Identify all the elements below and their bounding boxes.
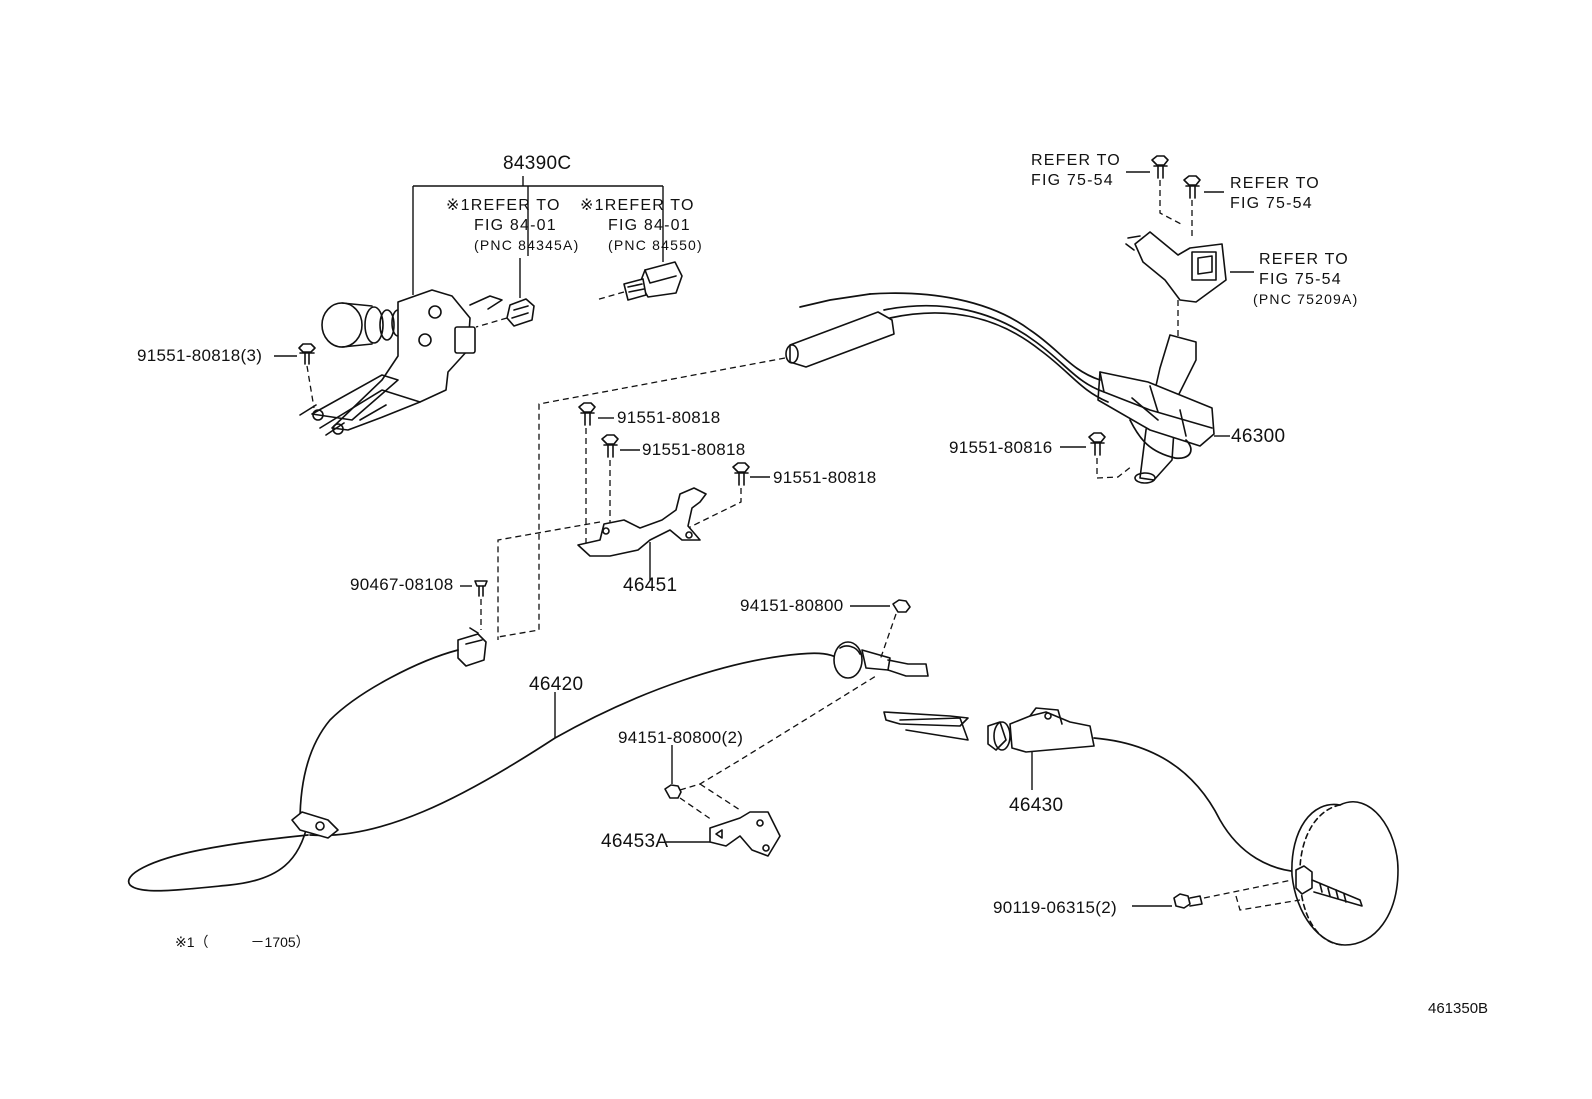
refer-fig: FIG 75-54 bbox=[1259, 271, 1342, 288]
bolt-icon bbox=[1060, 432, 1133, 479]
nut-icon bbox=[850, 599, 911, 661]
refer-pnc: (PNC 75209A) bbox=[1253, 291, 1359, 307]
figure-id: 461350B bbox=[1428, 1000, 1489, 1017]
refer-block-84345a[interactable]: ※1REFER TO FIG 84-01 (PNC 84345A) bbox=[446, 197, 580, 253]
leader-dash bbox=[497, 357, 786, 638]
bracket-icon bbox=[1125, 231, 1254, 340]
footnote-mark: ※1 bbox=[580, 197, 605, 214]
refer-block-75-54-b[interactable]: REFER TO FIG 75-54 bbox=[1230, 176, 1320, 212]
part-number-46430[interactable]: 46430 bbox=[1009, 795, 1064, 816]
footnote-mark: ※1 bbox=[175, 934, 195, 950]
bolt-icon bbox=[687, 462, 770, 529]
bracket-icon bbox=[497, 487, 707, 640]
clip-icon bbox=[475, 258, 535, 328]
part-number-84390c[interactable]: 84390C bbox=[503, 153, 572, 174]
drum-icon bbox=[1291, 801, 1399, 946]
cable-icon bbox=[127, 627, 929, 892]
bracket-icon bbox=[666, 811, 781, 857]
refer-line: REFER TO bbox=[470, 197, 561, 214]
part-number-94151-80800-2[interactable]: 94151-80800(2) bbox=[618, 728, 744, 747]
bolt-icon bbox=[1126, 155, 1182, 225]
refer-fig: FIG 84-01 bbox=[608, 217, 691, 234]
footnote-text: （ －1705） bbox=[194, 934, 310, 950]
bolt-icon bbox=[601, 434, 640, 528]
refer-pnc: (PNC 84345A) bbox=[474, 237, 580, 253]
bolt-icon bbox=[274, 343, 316, 409]
part-number-91551-80818-3[interactable]: 91551-80818(3) bbox=[137, 346, 263, 365]
refer-block-75-54-a[interactable]: REFER TO FIG 75-54 bbox=[1031, 153, 1121, 189]
refer-fig: FIG 84-01 bbox=[474, 217, 557, 234]
refer-pnc: (PNC 84550) bbox=[608, 237, 703, 253]
part-number-46300[interactable]: 46300 bbox=[1231, 426, 1286, 447]
footnote: ※1（ －1705） bbox=[175, 935, 310, 949]
refer-block-84550[interactable]: ※1REFER TO FIG 84-01 (PNC 84550) bbox=[580, 197, 703, 253]
part-number-91551-80818-a[interactable]: 91551-80818 bbox=[617, 408, 721, 427]
switch-icon bbox=[595, 217, 683, 301]
part-number-46453a[interactable]: 46453A bbox=[601, 831, 669, 852]
footnote-mark: ※1 bbox=[446, 197, 471, 214]
part-number-90467-08108[interactable]: 90467-08108 bbox=[350, 575, 454, 594]
brake-pedal-assembly-icon bbox=[299, 176, 664, 436]
refer-block-75209a[interactable]: REFER TO FIG 75-54 (PNC 75209A) bbox=[1253, 251, 1358, 307]
refer-line: REFER TO bbox=[1230, 175, 1320, 192]
refer-line: REFER TO bbox=[604, 197, 695, 214]
refer-fig: FIG 75-54 bbox=[1031, 172, 1114, 189]
release-lever-icon bbox=[1097, 334, 1230, 484]
part-number-91551-80818-c[interactable]: 91551-80818 bbox=[773, 468, 877, 487]
cable-icon bbox=[883, 707, 1301, 873]
part-number-90119-06315-2[interactable]: 90119-06315(2) bbox=[993, 898, 1117, 917]
part-number-94151-80800[interactable]: 94151-80800 bbox=[740, 596, 844, 615]
part-number-46420[interactable]: 46420 bbox=[529, 674, 584, 695]
refer-fig: FIG 75-54 bbox=[1230, 195, 1313, 212]
bolt-icon bbox=[1183, 175, 1224, 240]
bolt-icon bbox=[578, 402, 614, 545]
part-number-46451[interactable]: 46451 bbox=[623, 575, 678, 596]
part-number-91551-80816[interactable]: 91551-80816 bbox=[949, 438, 1053, 457]
refer-line: REFER TO bbox=[1259, 251, 1349, 268]
clip-icon bbox=[460, 580, 488, 630]
nut-icon bbox=[664, 675, 877, 821]
cable-icon bbox=[785, 292, 1192, 460]
part-number-91551-80818-b[interactable]: 91551-80818 bbox=[642, 440, 746, 459]
bolt-icon bbox=[1132, 879, 1301, 911]
refer-line: REFER TO bbox=[1031, 152, 1121, 169]
